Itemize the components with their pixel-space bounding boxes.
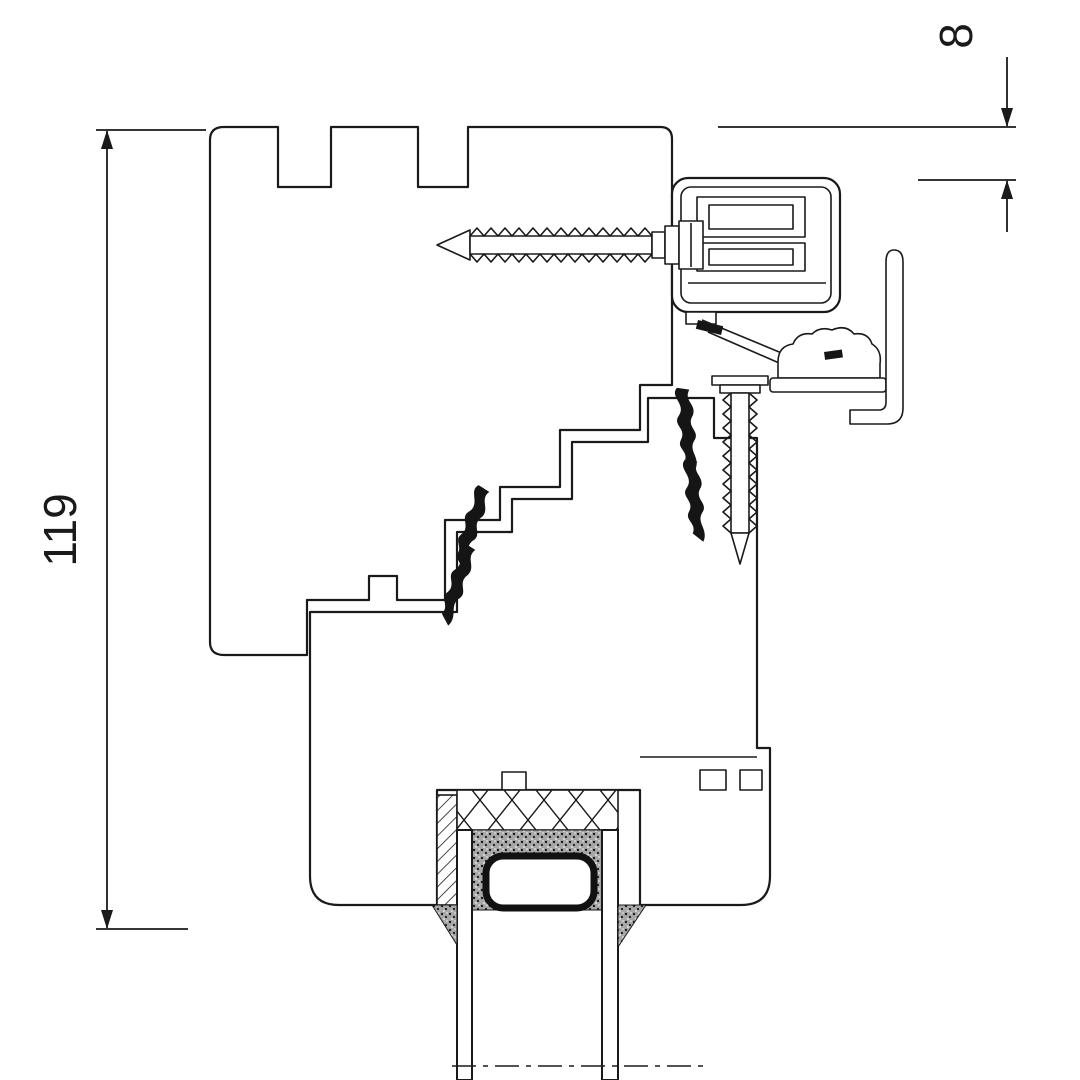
dimension-8: 8 [718,23,1016,232]
horizontal-screw [436,220,704,270]
setting-block [436,794,458,906]
sealant-wedge-right [617,904,647,949]
arrow-down-icon [101,910,113,929]
frame-profile [208,125,674,657]
cladding-clip [701,249,904,425]
arrow-up-icon [101,130,113,149]
arrow-down-icon [1001,108,1013,127]
dimension-offset-label: 8 [930,23,982,49]
dimension-119: 119 [34,129,206,930]
glass-pane-outer [456,829,473,1080]
hook-arm [849,249,904,425]
glazing-unit [431,789,708,1080]
dimension-height-label: 119 [34,493,86,566]
sealant-wedge-left [431,904,458,947]
glazing-tape [456,789,619,831]
spacer-bar [482,852,598,912]
vertical-screw [711,375,769,565]
sash-profile [308,396,772,907]
glass-pane-inner [601,829,619,1080]
arrow-up-icon [1001,180,1013,199]
aluminum-cladding [670,176,842,336]
